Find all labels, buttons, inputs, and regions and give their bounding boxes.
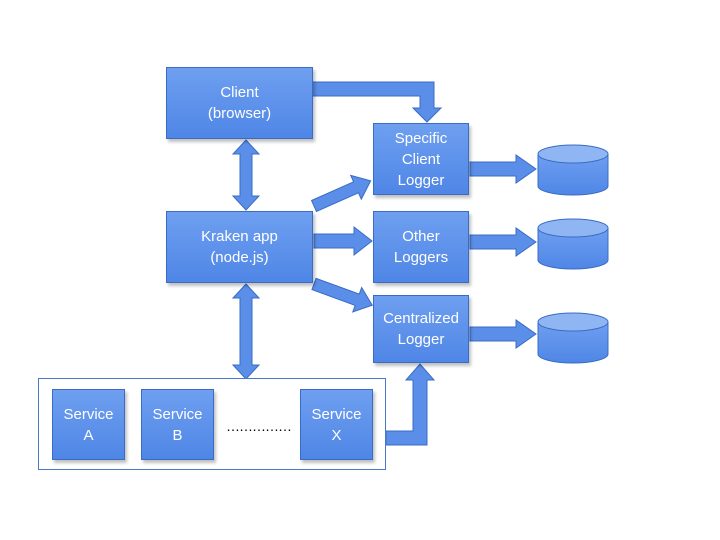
centralized-logger-line1: Centralized [383, 310, 459, 327]
client-sublabel: (browser) [207, 105, 272, 122]
service-b-id: B [172, 426, 183, 444]
app-sublabel: (node.js) [210, 249, 269, 266]
centralized-logger-to-storage-arrow [469, 319, 537, 349]
service-a-id: A [83, 426, 94, 444]
centralized-logger-box: Centralized Logger [373, 295, 469, 363]
kraken-app-box: Kraken app (node.js) [166, 211, 313, 283]
services-ellipsis: ……………. [226, 418, 292, 434]
app-label: Kraken app [201, 228, 278, 245]
service-a-label: Service [63, 405, 114, 423]
storage-cylinder-2 [537, 218, 609, 270]
other-loggers-to-storage-arrow [469, 227, 537, 257]
specific-logger-line3: Logger [397, 171, 445, 189]
specific-logger-line2: Client [401, 150, 441, 168]
services-to-centralized-logger-arrow [385, 363, 436, 446]
client-browser-box: Client (browser) [166, 67, 313, 139]
client-app-double-arrow [231, 139, 261, 211]
specific-logger-line1: Specific [394, 129, 448, 147]
service-x-id: X [331, 426, 342, 444]
centralized-logger-line2: Logger [397, 331, 445, 348]
app-to-other-loggers-arrow [313, 225, 373, 257]
service-b-label: Service [152, 405, 203, 423]
storage-cylinder-3 [537, 312, 609, 364]
other-loggers-line1: Other [402, 228, 440, 245]
client-label: Client [220, 84, 259, 101]
other-loggers-box: Other Loggers [373, 211, 469, 283]
service-a-box: Service A [52, 389, 125, 460]
app-services-double-arrow [231, 283, 261, 380]
storage-cylinder-1 [537, 144, 609, 196]
client-to-specific-logger-arrow [311, 81, 443, 123]
specific-client-logger-box: Specific Client Logger [373, 123, 469, 195]
app-to-centralized-logger-arrow [311, 277, 374, 313]
specific-logger-to-storage-arrow [469, 154, 537, 184]
service-b-box: Service B [141, 389, 214, 460]
app-to-specific-logger-arrow [310, 174, 372, 213]
other-loggers-line2: Loggers [393, 249, 449, 266]
service-x-box: Service X [300, 389, 373, 460]
service-x-label: Service [311, 405, 362, 423]
